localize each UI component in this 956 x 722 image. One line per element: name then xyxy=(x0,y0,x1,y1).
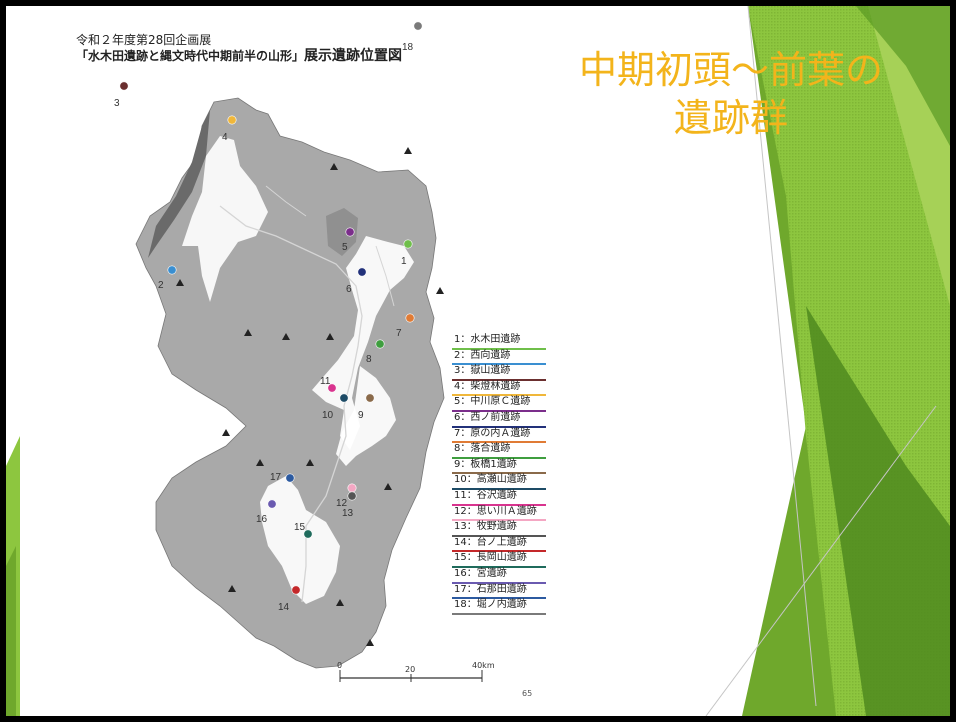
site-label-18: 18 xyxy=(402,42,414,53)
site-label-11: 11 xyxy=(320,376,331,387)
mogami-basin xyxy=(312,236,414,450)
site-marker-10 xyxy=(339,393,349,403)
heading-line1: 中期初頭～前葉の xyxy=(578,48,883,92)
site-marker-3 xyxy=(119,81,129,91)
caption-exhibit-title: 「水木田遺跡と縄文時代中期前半の山形」 xyxy=(76,49,305,63)
legend-item: 17：石那田遺跡 xyxy=(452,584,546,600)
site-label-3: 3 xyxy=(114,98,120,109)
legend-item: 15：長岡山遺跡 xyxy=(452,552,546,568)
legend-item: 14：台ノ上遺跡 xyxy=(452,537,546,553)
site-label-9: 9 xyxy=(358,410,364,421)
tributary-river-2 xyxy=(265,185,307,217)
legend-item: 4：柴燈林遺跡 xyxy=(452,381,546,397)
site-marker-2 xyxy=(167,265,177,275)
okitama-basin xyxy=(260,476,340,604)
site-label-14: 14 xyxy=(278,602,290,613)
page-number: 65 xyxy=(522,689,533,698)
heading-line2: 遺跡群 xyxy=(673,96,788,140)
scale-zero: 0 xyxy=(337,661,343,670)
legend-item: 8：落合遺跡 xyxy=(452,443,546,459)
scale-bar xyxy=(339,670,483,682)
mountain-peaks xyxy=(176,147,444,646)
site-marker-7 xyxy=(405,313,415,323)
site-marker-4 xyxy=(227,115,237,125)
northern-lowland xyxy=(326,208,358,256)
legend-item: 6：西ノ前遺跡 xyxy=(452,412,546,428)
legend-item: 10：高瀬山遺跡 xyxy=(452,474,546,490)
legend-item: 18：堀ノ内遺跡 xyxy=(452,599,546,615)
site-label-4: 4 xyxy=(222,132,228,143)
slide-heading: 中期初頭～前葉の 遺跡群 xyxy=(526,46,936,142)
legend-item: 7：原の内Ａ遺跡 xyxy=(452,428,546,444)
site-label-17: 17 xyxy=(270,472,282,483)
site-marker-5 xyxy=(345,227,355,237)
site-label-13: 13 xyxy=(342,508,354,519)
mogami-river xyxy=(219,205,363,603)
slide: 令和２年度第28回企画展 「水木田遺跡と縄文時代中期前半の山形」展示遺跡位置図 … xyxy=(6,6,950,716)
site-marker-12 xyxy=(347,483,357,493)
legend-item: 9：板橋1遺跡 xyxy=(452,459,546,475)
site-label-7: 7 xyxy=(396,328,402,339)
legend-item: 12：思い川Ａ遺跡 xyxy=(452,506,546,522)
legend-item: 11：谷沢遺跡 xyxy=(452,490,546,506)
site-marker-13 xyxy=(347,491,357,501)
site-marker-6 xyxy=(357,267,367,277)
site-marker-14 xyxy=(291,585,301,595)
site-marker-8 xyxy=(375,339,385,349)
site-label-16: 16 xyxy=(256,514,268,525)
site-label-10: 10 xyxy=(322,410,334,421)
legend-item: 1：水木田遺跡 xyxy=(452,334,546,350)
site-marker-15 xyxy=(303,529,313,539)
legend-item: 13：牧野遺跡 xyxy=(452,521,546,537)
site-label-8: 8 xyxy=(366,354,372,365)
caption-line1: 令和２年度第28回企画展 xyxy=(76,33,212,47)
legend-item: 16：宮遺跡 xyxy=(452,568,546,584)
scale-mid: 20 xyxy=(405,665,416,674)
scale-end: 40km xyxy=(472,661,495,670)
site-marker-1 xyxy=(403,239,413,249)
coastline-strip xyxy=(148,110,210,258)
shonai-plain xyxy=(182,136,268,302)
tributary-river-1 xyxy=(375,245,395,307)
site-marker-17 xyxy=(285,473,295,483)
site-label-1: 1 xyxy=(401,256,407,267)
site-label-12: 12 xyxy=(336,498,348,509)
yamagata-basin xyxy=(336,366,396,466)
site-marker-18 xyxy=(413,21,423,31)
map-caption: 令和２年度第28回企画展 「水木田遺跡と縄文時代中期前半の山形」展示遺跡位置図 xyxy=(76,32,402,64)
site-label-15: 15 xyxy=(294,522,306,533)
site-marker-11 xyxy=(327,383,337,393)
legend-item: 5：中川原Ｃ遺跡 xyxy=(452,396,546,412)
site-label-6: 6 xyxy=(346,284,352,295)
legend-item: 3：嶽山遺跡 xyxy=(452,365,546,381)
site-label-5: 5 xyxy=(342,242,348,253)
site-label-2: 2 xyxy=(158,280,164,291)
caption-map-title: 展示遺跡位置図 xyxy=(304,48,403,64)
caption-line2: 「水木田遺跡と縄文時代中期前半の山形」展示遺跡位置図 xyxy=(76,48,402,64)
site-marker-16 xyxy=(267,499,277,509)
green-facet-decoration xyxy=(6,6,950,716)
legend-item: 2：西向遺跡 xyxy=(452,350,546,366)
site-marker-9 xyxy=(365,393,375,403)
